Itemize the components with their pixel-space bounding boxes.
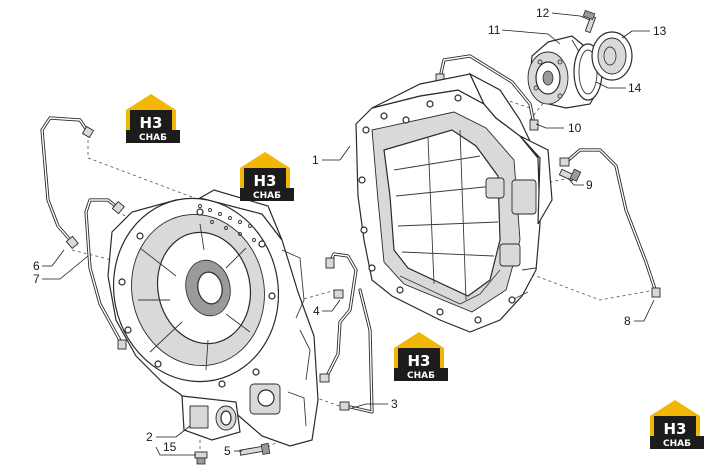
top-hole-pattern <box>198 204 256 242</box>
dash-line-pipe6-lower <box>71 249 121 263</box>
svg-text:СНАБ: СНАБ <box>407 371 435 381</box>
svg-text:H3: H3 <box>140 114 163 132</box>
dash-line-pipe4 <box>299 289 337 301</box>
svg-text:СНАБ: СНАБ <box>663 439 691 449</box>
pipe-4 <box>319 252 358 383</box>
watermark-logo: H3 СНАБ <box>394 332 448 381</box>
screw-part-12 <box>582 9 597 34</box>
callout-labels: 1 2 3 4 5 6 7 8 9 10 11 12 13 14 15 <box>33 6 667 458</box>
callout-10: 10 <box>568 121 582 135</box>
callout-15: 15 <box>163 440 177 454</box>
svg-text:H3: H3 <box>408 352 431 370</box>
dash-line-pipe6 <box>87 140 201 201</box>
front-housing-part-2 <box>107 189 319 447</box>
leader-lines <box>42 12 655 456</box>
callout-7: 7 <box>33 272 40 286</box>
bolt-part-5 <box>239 442 271 456</box>
callout-11: 11 <box>488 23 501 37</box>
dash-line-pipe8 <box>519 269 656 301</box>
callout-3: 3 <box>391 397 398 411</box>
pipe-3 <box>339 288 374 414</box>
watermark-logo: H3 СНАБ <box>126 94 180 143</box>
dash-line-cover <box>529 87 556 121</box>
watermark-logo: H3 СНАБ <box>650 400 704 449</box>
watermark-logo: H3 СНАБ <box>240 152 294 201</box>
dash-line-pipe7 <box>116 211 161 233</box>
drain-plug-part-15 <box>194 451 208 465</box>
pipe-6 <box>40 116 95 250</box>
callout-8: 8 <box>624 314 631 328</box>
pipe-10 <box>435 54 539 131</box>
callout-4: 4 <box>313 304 320 318</box>
callout-1: 1 <box>312 153 319 167</box>
callout-14: 14 <box>628 81 642 95</box>
callout-6: 6 <box>33 259 40 273</box>
svg-text:СНАБ: СНАБ <box>253 191 281 201</box>
cover-part-13 <box>591 31 633 81</box>
dash-line-bolt5 <box>261 437 286 451</box>
callout-2: 2 <box>146 430 153 444</box>
main-housing-part-1 <box>355 72 553 333</box>
bolt-part-9 <box>558 168 582 182</box>
pipe-7 <box>84 198 127 350</box>
svg-text:H3: H3 <box>254 172 277 190</box>
pipe-8 <box>559 148 661 298</box>
dash-line-pipe3 <box>299 391 346 409</box>
svg-text:СНАБ: СНАБ <box>139 133 167 143</box>
callout-5: 5 <box>224 444 231 458</box>
callout-13: 13 <box>653 24 667 38</box>
callout-12: 12 <box>536 6 550 20</box>
callout-9: 9 <box>586 178 593 192</box>
watermark-logos: H3 СНАБ H3 СНАБ H3 СНАБ H3 СНАБ <box>126 94 704 449</box>
flange-bolt-holes <box>358 94 516 324</box>
svg-text:H3: H3 <box>664 420 687 438</box>
